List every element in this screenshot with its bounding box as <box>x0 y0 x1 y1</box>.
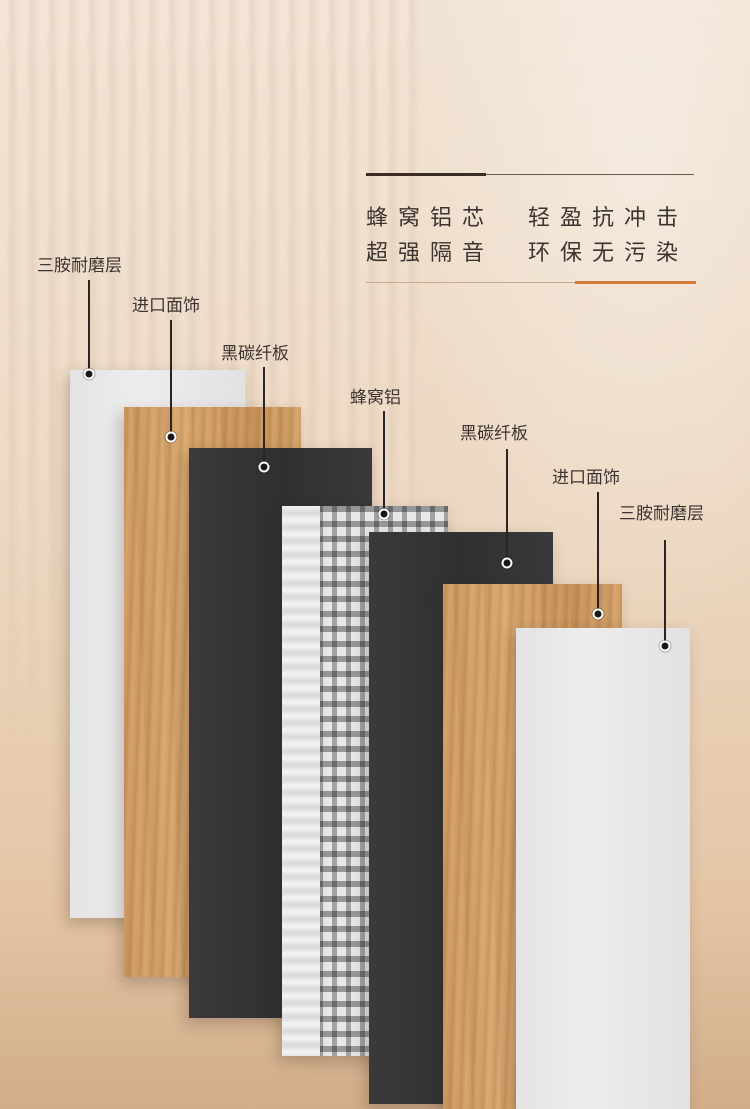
marker-right-carbon <box>501 557 513 569</box>
marker-left-melamine <box>83 368 95 380</box>
heading-bottom-rule <box>366 282 694 283</box>
leader-right-carbon <box>506 449 508 562</box>
marker-core <box>378 508 390 520</box>
heading-top-rule-accent <box>366 173 486 176</box>
headline-row2-right: 环保无污染 <box>528 241 689 266</box>
label-left-carbon: 黑碳纤板 <box>221 344 289 364</box>
leader-left-carbon <box>263 367 265 467</box>
panel-right-melamine <box>516 628 690 1109</box>
headline-row2-left: 超强隔音 <box>366 241 495 266</box>
headline-row1-right: 轻盈抗冲击 <box>528 206 689 231</box>
marker-left-carbon <box>258 461 270 473</box>
label-right-veneer: 进口面饰 <box>552 468 620 488</box>
leader-core <box>383 411 385 514</box>
leader-left-veneer <box>170 320 172 437</box>
label-left-veneer: 进口面饰 <box>132 296 200 316</box>
heading-bottom-rule-accent <box>575 281 696 284</box>
marker-right-veneer <box>592 608 604 620</box>
panel-honeycomb-edge <box>282 506 320 1056</box>
label-right-melamine: 三胺耐磨层 <box>619 504 704 524</box>
label-right-carbon: 黑碳纤板 <box>460 424 528 444</box>
leader-right-melamine <box>664 540 666 646</box>
label-left-melamine: 三胺耐磨层 <box>37 256 122 276</box>
heading-top-rule <box>366 174 694 175</box>
label-core: 蜂窝铝 <box>350 388 401 408</box>
marker-left-veneer <box>165 431 177 443</box>
leader-left-melamine <box>88 280 90 373</box>
headline-row1-left: 蜂窝铝芯 <box>366 206 495 231</box>
leader-right-veneer <box>597 492 599 614</box>
marker-right-melamine <box>659 640 671 652</box>
